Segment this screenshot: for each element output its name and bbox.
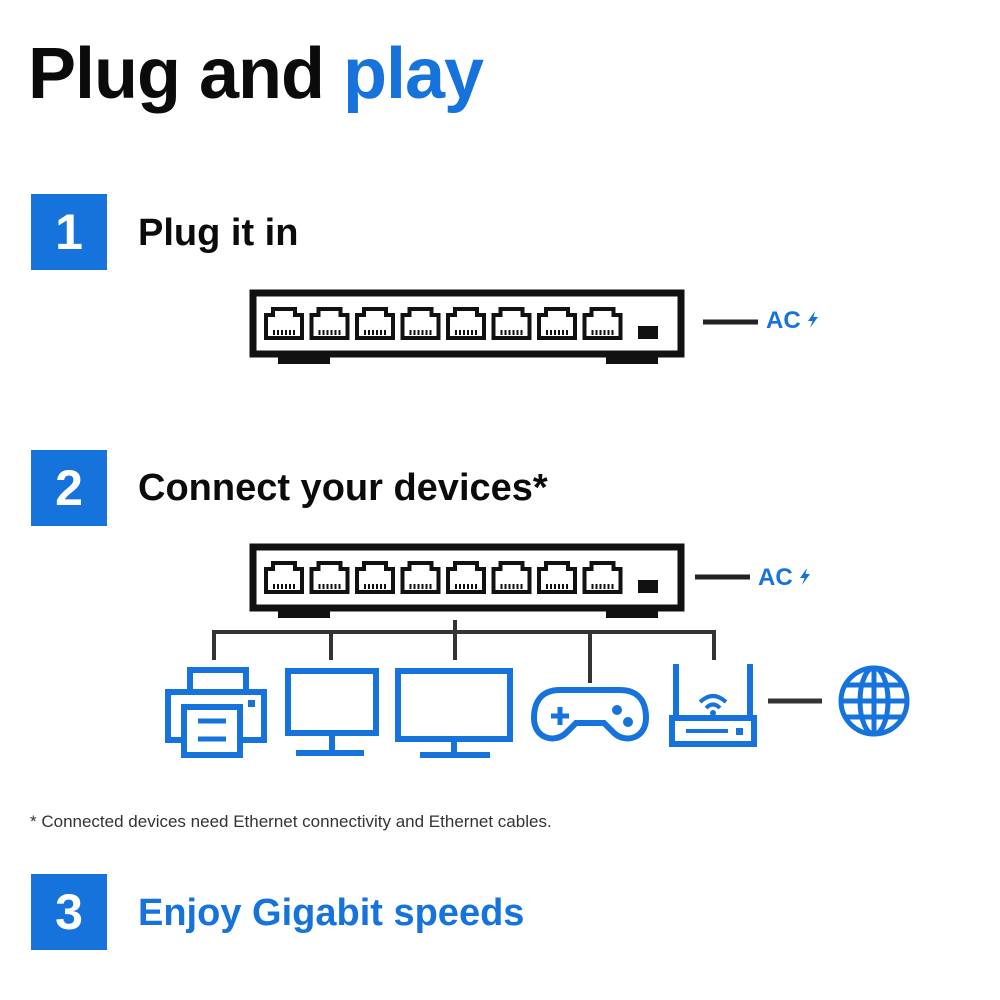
ethernet-port-icon (582, 561, 623, 594)
ethernet-port-icon (537, 561, 577, 594)
switch-foot-left (278, 606, 330, 618)
ethernet-port-icon (400, 307, 441, 340)
ac-power-label-1: AC (766, 309, 819, 333)
power-led (638, 326, 658, 339)
power-led (638, 580, 658, 593)
ac-text: AC (758, 564, 793, 591)
device-connection-diagram (165, 620, 910, 758)
ac-text: AC (766, 307, 801, 334)
switch-foot-right (606, 606, 658, 618)
step-2-label: Connect your devices* (138, 467, 548, 509)
power-cable-line (695, 574, 750, 580)
power-cable-line (703, 319, 758, 325)
ethernet-port-icon (491, 307, 532, 340)
printer-icon (165, 667, 267, 758)
ethernet-port-icon (355, 307, 395, 340)
switch-ports (264, 561, 623, 594)
step-3-badge: 3 (31, 874, 107, 950)
ethernet-switch-icon (249, 543, 685, 618)
switch-foot-right (606, 352, 658, 364)
lightning-bolt-icon (800, 568, 811, 585)
step-2-badge: 2 (31, 450, 107, 526)
switch-ports (264, 307, 623, 340)
cable-tree (212, 620, 822, 704)
ethernet-port-icon (537, 307, 577, 340)
ethernet-port-icon (446, 307, 486, 340)
footnote: * Connected devices need Ethernet connec… (30, 812, 552, 831)
title-text: Plug and (28, 34, 325, 114)
step-1-label: Plug it in (138, 212, 299, 254)
ac-power-label-2: AC (758, 566, 811, 590)
title-accent-text: play (343, 34, 484, 114)
monitor-icon (395, 668, 513, 758)
globe-icon (838, 665, 910, 737)
ethernet-port-icon (400, 561, 441, 594)
wifi-router-icon (669, 664, 757, 747)
ethernet-port-icon (264, 307, 304, 340)
step-1-badge: 1 (31, 194, 107, 270)
step-3-label: Enjoy Gigabit speeds (138, 892, 525, 934)
ethernet-port-icon (491, 561, 532, 594)
game-controller-icon (530, 687, 650, 742)
ethernet-port-icon (446, 561, 486, 594)
desktop-monitor-icon (285, 668, 379, 756)
ethernet-port-icon (309, 561, 350, 594)
page-title: Plug and play (28, 38, 484, 110)
ethernet-port-icon (355, 561, 395, 594)
switch-foot-left (278, 352, 330, 364)
ethernet-port-icon (264, 561, 304, 594)
ethernet-port-icon (309, 307, 350, 340)
lightning-bolt-icon (808, 311, 819, 328)
ethernet-port-icon (582, 307, 623, 340)
ethernet-switch-icon (249, 289, 685, 364)
